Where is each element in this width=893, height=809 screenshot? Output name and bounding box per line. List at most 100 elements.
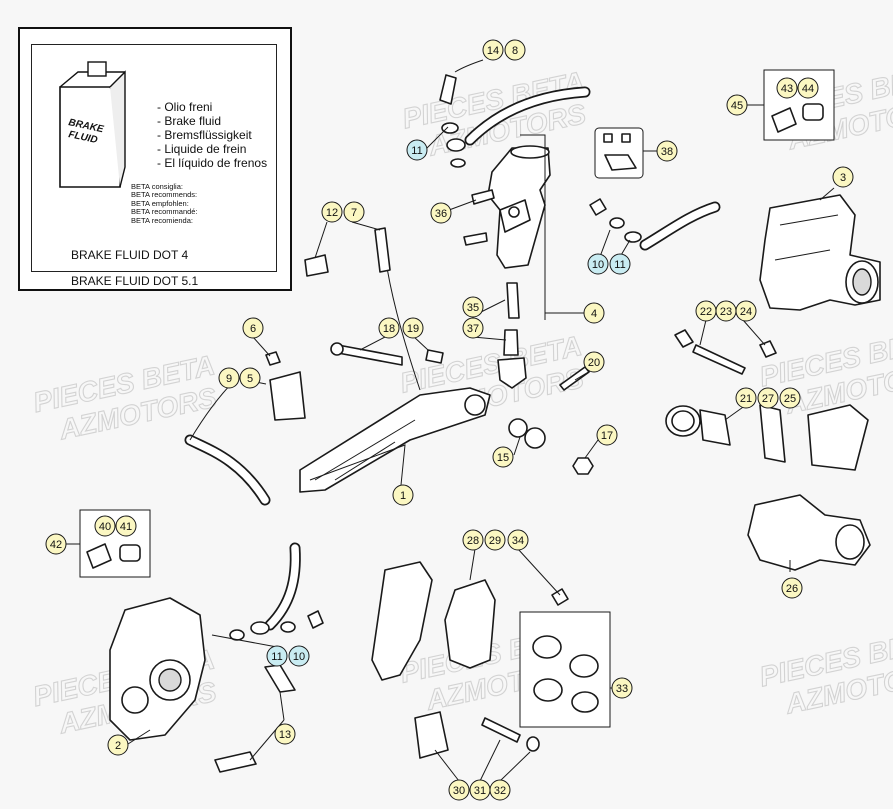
- callout-circle: [392, 484, 414, 506]
- callout-number: 18: [383, 323, 395, 335]
- callout-circle: [406, 139, 428, 161]
- callout-number: 26: [786, 583, 798, 595]
- part-callout: 11: [609, 253, 631, 275]
- part-callout: 44: [797, 77, 819, 99]
- callout-number: 23: [720, 306, 732, 318]
- part-callout: 7: [343, 201, 365, 223]
- callout-circle: [482, 39, 504, 61]
- bracket-pads-front: [371, 561, 569, 681]
- callout-number: 9: [226, 373, 232, 385]
- callout-number: 44: [802, 83, 814, 95]
- front-caliper: [109, 597, 296, 773]
- fluid-dot51-label: BRAKE FLUID DOT 5.1: [71, 274, 199, 288]
- callout-number: 14: [487, 45, 499, 57]
- callout-number: 8: [512, 45, 518, 57]
- front-hose: [229, 542, 324, 641]
- callout-number: 33: [616, 683, 628, 695]
- reservoir-cap: [594, 127, 644, 179]
- callout-number: 1: [400, 490, 406, 502]
- callout-number: 10: [293, 651, 305, 663]
- callout-number: 20: [588, 357, 600, 369]
- callout-number: 27: [762, 393, 774, 405]
- brake-fluid-panel: BRAKE FLUID - Olio freni - Brake fluid -…: [18, 27, 292, 291]
- part-callout: 18: [378, 317, 400, 339]
- part-callout: 28: [462, 529, 484, 551]
- callout-number: 40: [99, 521, 111, 533]
- callout-number: 28: [467, 535, 479, 547]
- part-callout: 22: [695, 300, 717, 322]
- part-callout: 20: [583, 351, 605, 373]
- callout-number: 34: [512, 535, 524, 547]
- callout-number: 25: [784, 393, 796, 405]
- callout-circle: [107, 734, 129, 756]
- recommendation-item: BETA recommandé:: [131, 207, 198, 217]
- callout-circle: [656, 140, 678, 162]
- callout-circle: [266, 645, 288, 667]
- callout-circle: [609, 253, 631, 275]
- callout-circle: [596, 424, 618, 446]
- callout-number: 36: [435, 208, 447, 220]
- callout-circle: [832, 166, 854, 188]
- callout-number: 13: [279, 729, 291, 741]
- callout-number: 11: [614, 259, 625, 271]
- callout-circle: [402, 317, 424, 339]
- callout-circle: [378, 317, 400, 339]
- callout-circle: [45, 533, 67, 555]
- part-callout: 38: [656, 140, 678, 162]
- part-callout: 6: [242, 317, 264, 339]
- part-callout: 45: [726, 94, 748, 116]
- callout-number: 19: [407, 323, 419, 335]
- callout-circle: [242, 317, 264, 339]
- callout-number: 37: [467, 323, 479, 335]
- part-callout: 30: [448, 779, 470, 801]
- part-callout: 11: [406, 139, 428, 161]
- callout-circle: [583, 302, 605, 324]
- part-callout: 42: [45, 533, 67, 555]
- callout-circle: [321, 201, 343, 223]
- callout-circle: [504, 39, 526, 61]
- callout-circle: [448, 779, 470, 801]
- part-callout: 4: [583, 302, 605, 324]
- upper-hose: [439, 59, 591, 168]
- callout-number: 5: [247, 373, 253, 385]
- language-item: - Liquide de frein: [157, 142, 247, 156]
- callout-number: 10: [592, 259, 604, 271]
- leader-lines: [66, 104, 835, 782]
- callout-number: 21: [740, 393, 752, 405]
- callout-circle: [484, 529, 506, 551]
- part-callout: 26: [781, 577, 803, 599]
- callout-number: 42: [50, 539, 62, 551]
- callout-circle: [94, 515, 116, 537]
- callout-circle: [115, 515, 137, 537]
- part-callout: 35: [462, 296, 484, 318]
- rear-caliper: [759, 194, 881, 311]
- part-callout: 12: [321, 201, 343, 223]
- pedal-assembly: [265, 227, 594, 496]
- callout-number: 6: [250, 323, 256, 335]
- callout-circle: [288, 645, 310, 667]
- part-callout: 25: [779, 387, 801, 409]
- part-callout: 13: [274, 723, 296, 745]
- callout-number: 24: [740, 306, 752, 318]
- callout-number: 29: [489, 535, 501, 547]
- part-callout: 11: [266, 645, 288, 667]
- callout-number: 22: [700, 306, 712, 318]
- part-callout: 27: [757, 387, 779, 409]
- part-callout: 19: [402, 317, 424, 339]
- callout-number: 7: [351, 207, 357, 219]
- callout-number: 31: [474, 785, 486, 797]
- callout-circle: [462, 529, 484, 551]
- part-callout: 9: [218, 367, 240, 389]
- callout-circle: [583, 351, 605, 373]
- recommendation-item: BETA recomienda:: [131, 215, 193, 225]
- part-callout: 36: [430, 202, 452, 224]
- callout-circle: [757, 387, 779, 409]
- callout-number: 43: [781, 83, 793, 95]
- callout-number: 11: [411, 145, 422, 157]
- rear-hose: [589, 198, 721, 251]
- part-callouts: 14 8 11 36 38 10 1 13 45 43 44 12 7 6 9 5 18 19 35 37 4 20 22 2…: [45, 39, 854, 801]
- fluid-language-list: - Olio freni - Brake fluid - Bremsflüssi…: [157, 100, 267, 170]
- callout-number: 35: [467, 302, 479, 314]
- part-callout: 33: [611, 677, 633, 699]
- callout-number: 4: [591, 308, 597, 320]
